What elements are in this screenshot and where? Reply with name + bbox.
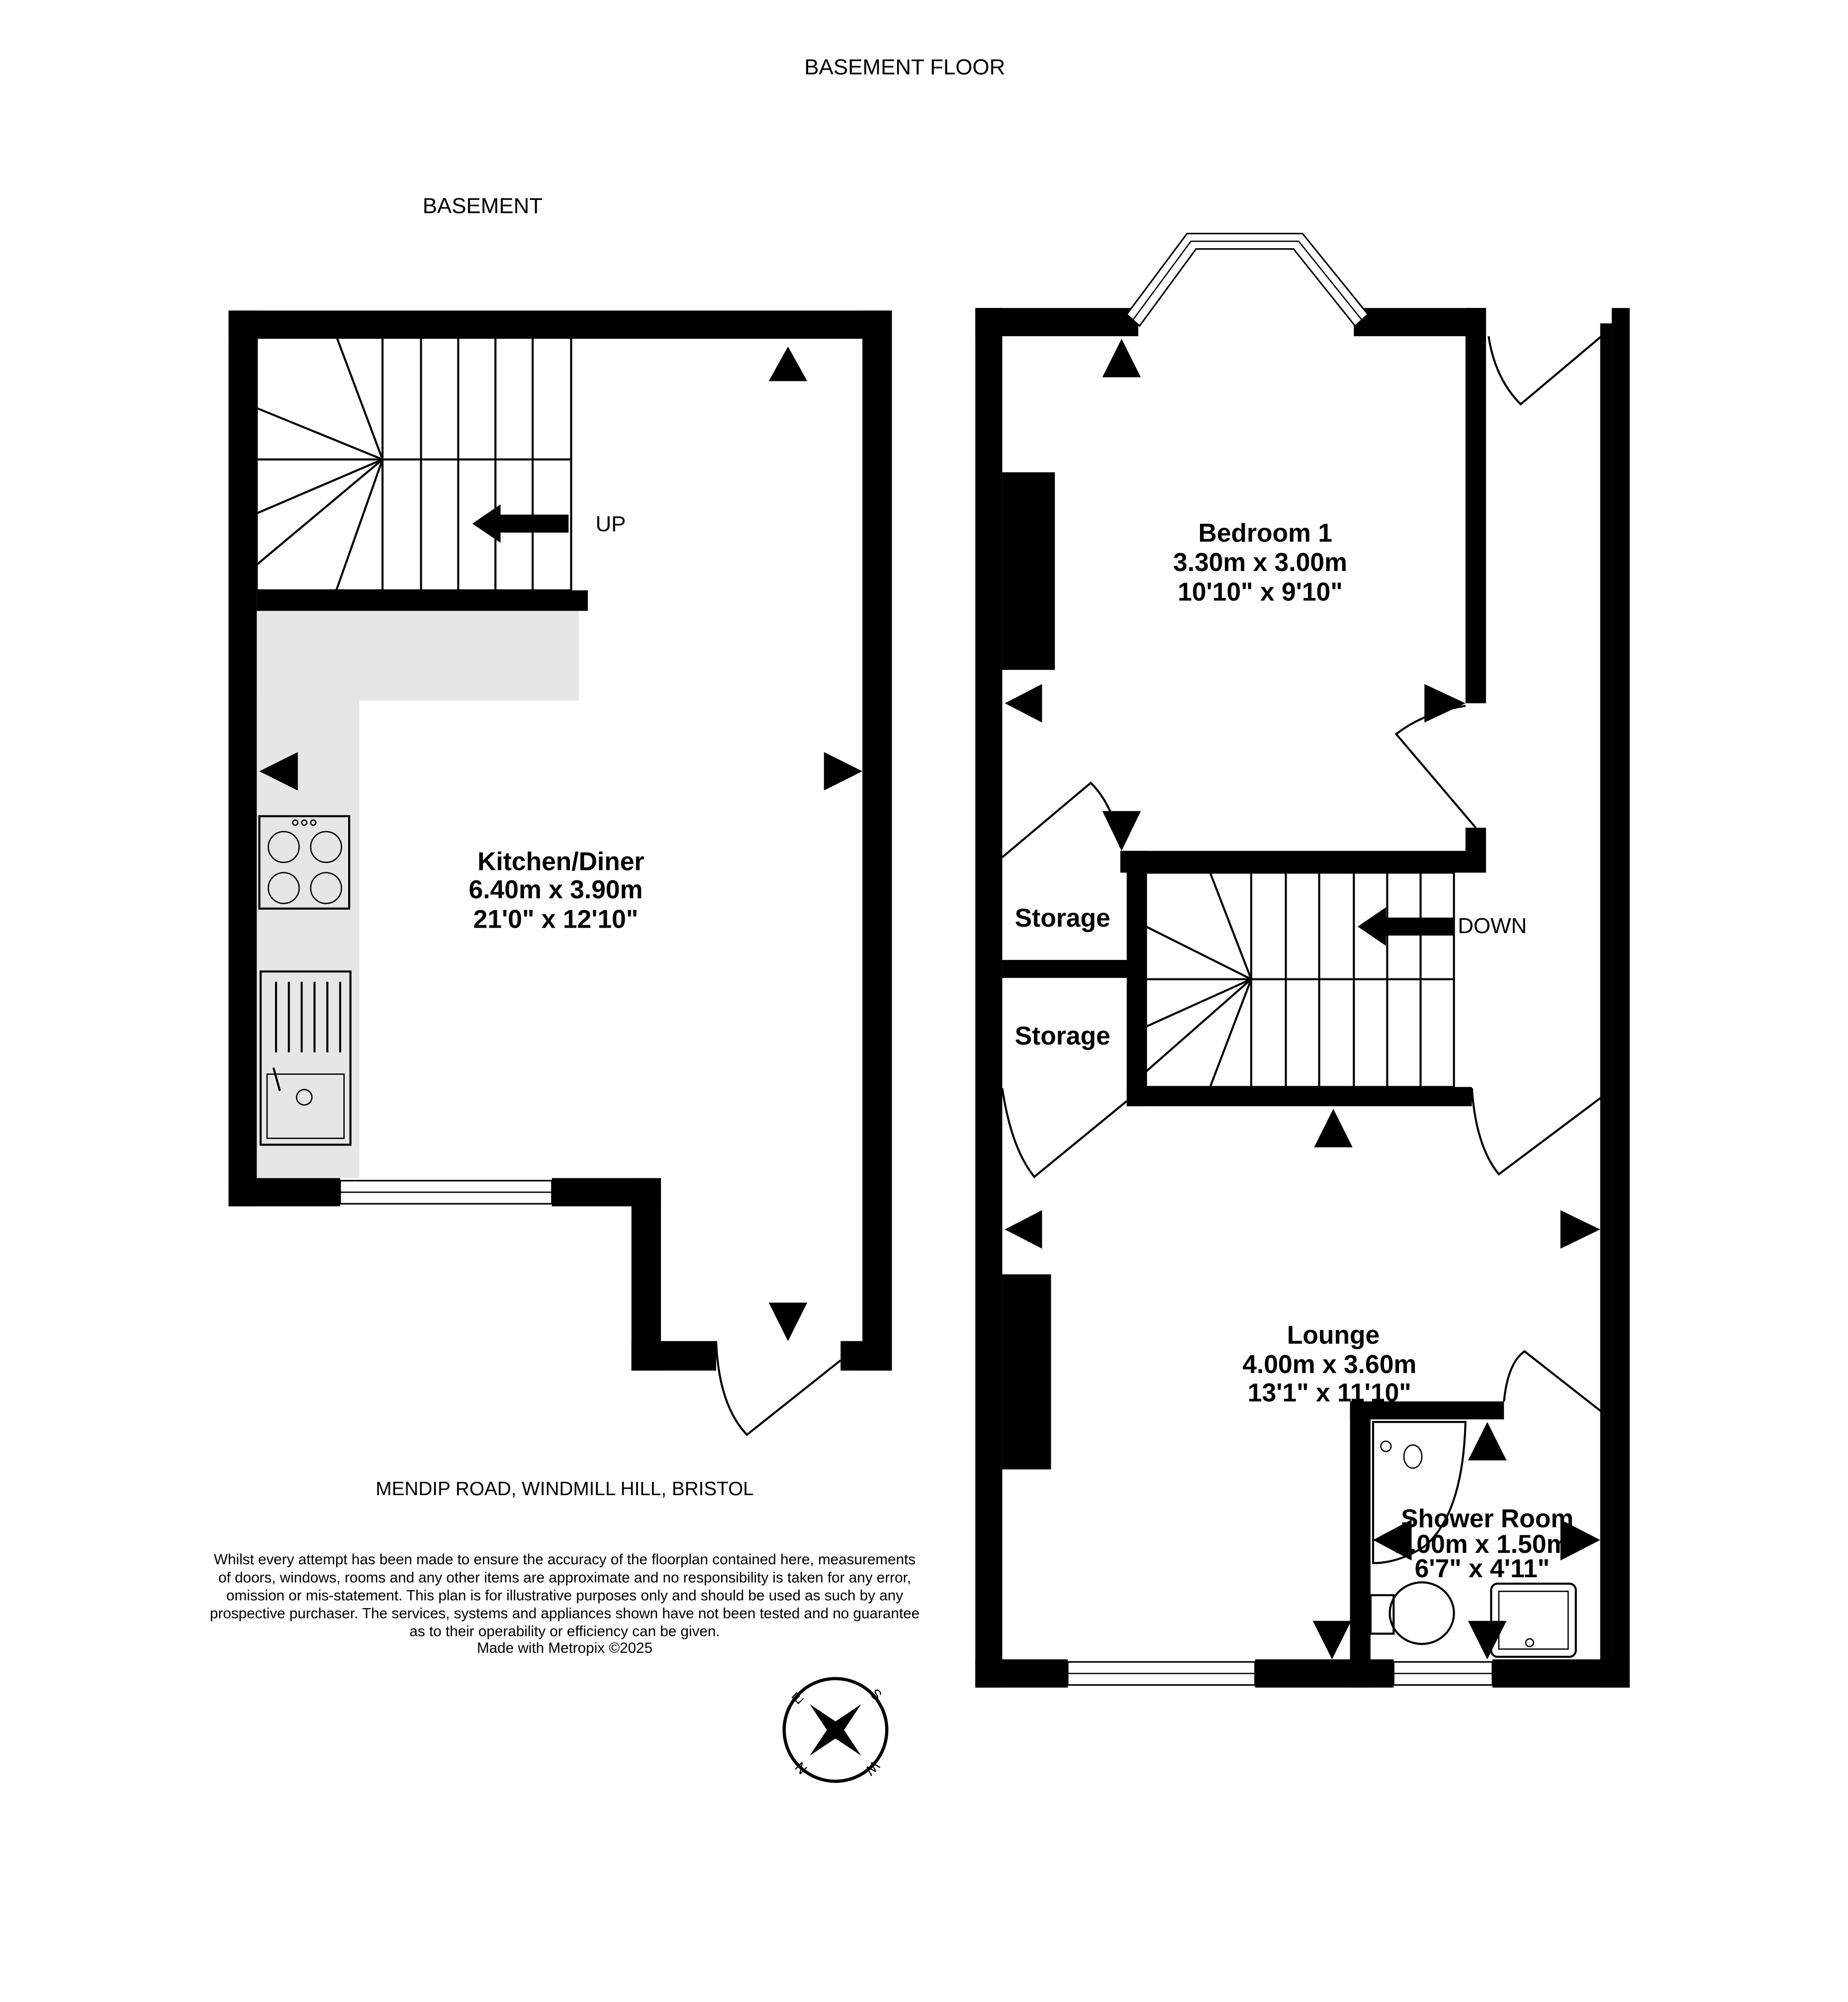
dimension-arrow-icon (768, 346, 808, 381)
stair-wall (1120, 851, 1486, 873)
room-name: Storage (1015, 1021, 1110, 1050)
door-swing (1471, 1088, 1602, 1176)
kitchen-plan: UP Kitchen/Diner 6.40m x 3.90m 21'0" x 1… (228, 310, 892, 1436)
dimension-arrow-icon (1102, 339, 1141, 378)
wall (1350, 1401, 1504, 1420)
door-swing (715, 1341, 841, 1436)
room-metric: 6.40m x 3.90m (469, 875, 643, 904)
door-swing (1503, 1350, 1602, 1413)
room-imperial: 10'10" x 9'10" (1178, 577, 1343, 606)
disclaimer: Whilst every attempt has been made to en… (210, 1551, 920, 1656)
door-swing (1394, 705, 1477, 829)
dimension-arrow-icon (1312, 1621, 1352, 1660)
stair-wall (1126, 851, 1146, 1107)
dimension-arrow-icon (1424, 684, 1466, 723)
stair-wall (257, 590, 588, 611)
shower-icon (1372, 1421, 1467, 1564)
svg-text:Made with Metropix ©2025: Made with Metropix ©2025 (477, 1640, 652, 1656)
wall (228, 310, 257, 1207)
compass-icon: E S N W (782, 1677, 889, 1783)
dimension-arrow-icon (824, 752, 863, 791)
basin-icon (1490, 1582, 1577, 1658)
arrow-left-icon (472, 504, 501, 543)
svg-text:omission or mis-statement. Thi: omission or mis-statement. This plan is … (226, 1587, 903, 1604)
staircase-up (256, 335, 572, 591)
svg-text:Whilst every attempt has been: Whilst every attempt has been made to en… (214, 1551, 916, 1568)
room-name: Bedroom 1 (1199, 518, 1332, 547)
door-swing (1001, 1088, 1127, 1178)
arrow-left-icon (1358, 907, 1386, 946)
door-swing (1002, 781, 1121, 858)
wall (1465, 828, 1486, 854)
wall (862, 310, 892, 1371)
wall (631, 1178, 661, 1371)
wall (975, 308, 1138, 336)
wall (840, 1341, 892, 1371)
dimension-arrow-icon (1102, 811, 1141, 851)
wall (1350, 1401, 1371, 1688)
stairs-down-label: DOWN (1458, 914, 1527, 938)
dimension-arrow-icon (1005, 684, 1042, 723)
dimension-arrow-icon (1468, 1422, 1507, 1461)
floor-title: BASEMENT FLOOR (804, 55, 1005, 80)
door-swing (1487, 335, 1602, 406)
wall (1465, 308, 1486, 703)
storage-divider (1002, 959, 1129, 978)
dimension-arrow-icon (1314, 1109, 1353, 1147)
svg-text:prospective purchaser. The ser: prospective purchaser. The services, sys… (210, 1606, 920, 1622)
wall (975, 1659, 1068, 1688)
room-name: Lounge (1287, 1320, 1380, 1349)
wall (1354, 308, 1486, 336)
stair-wall (1126, 1087, 1472, 1107)
room-metric: 2.00m x 1.50m (1395, 1529, 1569, 1558)
chimney-breast (1002, 472, 1055, 670)
room-name: Shower Room (1401, 1504, 1573, 1532)
svg-text:W: W (862, 1758, 883, 1779)
room-metric: 3.30m x 3.00m (1173, 548, 1347, 576)
dimension-arrow-icon (259, 752, 298, 791)
wall (228, 310, 892, 339)
wall (228, 1178, 341, 1207)
room-imperial: 6'7" x 4'11" (1415, 1554, 1550, 1583)
svg-text:as to their operability or eff: as to their operability or efficiency ca… (409, 1623, 720, 1640)
toilet-icon (1369, 1581, 1455, 1645)
basement-label: BASEMENT (423, 193, 543, 218)
wall (1492, 1659, 1630, 1688)
room-name: Kitchen/Diner (477, 847, 644, 875)
main-plan: DOWN (975, 233, 1630, 1688)
staircase-down (1145, 871, 1455, 1088)
svg-text:S: S (867, 1686, 885, 1704)
stairs-up-label: UP (595, 512, 626, 536)
dimension-arrow-icon (1468, 1621, 1507, 1660)
counter (257, 611, 360, 1178)
sink-icon (260, 970, 352, 1146)
wall (975, 308, 1003, 1688)
dimension-arrow-icon (1373, 1519, 1412, 1561)
wall (1600, 323, 1612, 1688)
chimney-breast (1002, 1274, 1051, 1470)
hob-icon (258, 815, 351, 910)
dimension-arrow-icon (1005, 1210, 1042, 1249)
svg-text:of doors, windows, rooms and a: of doors, windows, rooms and any other i… (218, 1569, 911, 1586)
room-name: Storage (1015, 903, 1110, 932)
wall (1255, 1659, 1394, 1688)
dimension-arrow-icon (1560, 1519, 1600, 1561)
dimension-arrow-icon (1560, 1210, 1600, 1249)
wall (1611, 308, 1630, 1688)
room-imperial: 13'1" x 11'10" (1248, 1378, 1411, 1407)
address: MENDIP ROAD, WINDMILL HILL, BRISTOL (375, 1478, 753, 1500)
room-imperial: 21'0" x 12'10" (473, 904, 639, 933)
dimension-arrow-icon (768, 1302, 808, 1341)
bay-window (1125, 233, 1369, 327)
room-metric: 4.00m x 3.60m (1242, 1350, 1416, 1379)
wall (631, 1341, 717, 1371)
